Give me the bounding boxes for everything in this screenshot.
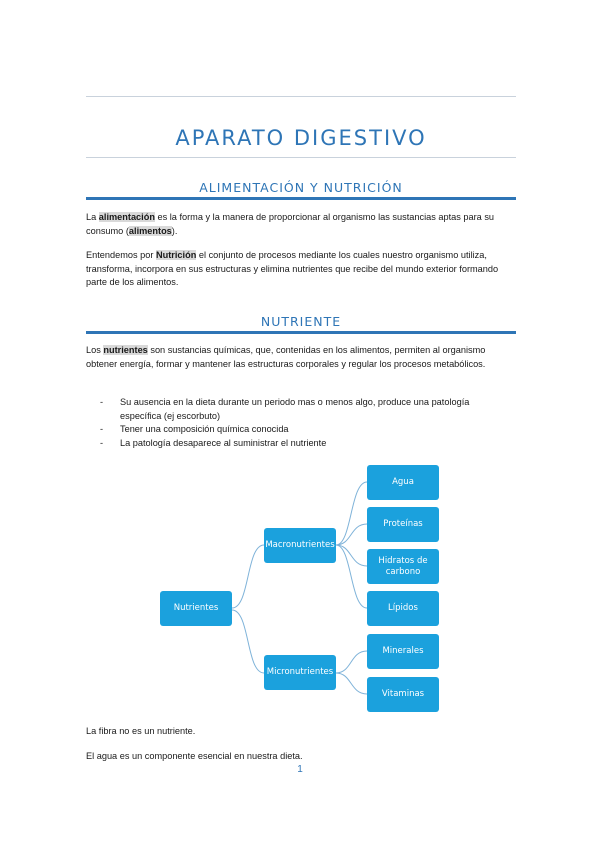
connector-macro-lipidos xyxy=(335,544,368,609)
section-heading-alimentacion: ALIMENTACIÓN Y NUTRICIÓN xyxy=(199,180,403,195)
node-nutrientes: Nutrientes xyxy=(160,591,232,626)
node-minerales: Minerales xyxy=(367,634,439,669)
node-micronutrientes: Micronutrientes xyxy=(264,655,336,690)
connector-micro-minerales xyxy=(335,650,368,674)
connector-macro-hidratos xyxy=(335,544,368,567)
list-item-text: Su ausencia en la dieta durante un perio… xyxy=(120,397,470,421)
paragraph-alimentacion: La alimentación es la forma y la manera … xyxy=(86,211,516,238)
text: es la forma y la manera de proporcionar … xyxy=(86,212,495,236)
list-item-text: Tener una composición química conocida xyxy=(120,424,289,434)
criteria-list: - Su ausencia en la dieta durante un peri… xyxy=(100,396,510,450)
dash-marker: - xyxy=(100,437,104,448)
list-item: - La patología desaparece al suministrar … xyxy=(100,437,510,451)
list-item-text: La patología desaparece al suministrar e… xyxy=(120,437,327,448)
text: La xyxy=(86,212,99,222)
connector-macro-proteinas xyxy=(335,523,368,546)
node-macronutrientes: Macronutrientes xyxy=(264,528,336,563)
dash-marker: - xyxy=(100,397,104,407)
paragraph-nutricion: Entendemos por Nutrición el conjunto de … xyxy=(86,249,516,290)
text: son sustancias químicas, que, contenidas… xyxy=(86,345,486,369)
paragraph-agua: El agua es un componente esencial en nue… xyxy=(86,751,303,761)
node-lipidos: Lípidos xyxy=(367,591,439,626)
term-nutrientes: nutrientes xyxy=(103,345,148,355)
list-item: - Tener una composición química conocida xyxy=(100,423,510,437)
paragraph-nutrientes: Los nutrientes son sustancias químicas, … xyxy=(86,344,516,371)
node-hidratos-de-carbono: Hidratos de carbono xyxy=(367,549,439,584)
top-rule xyxy=(86,96,516,97)
dash-marker: - xyxy=(100,424,104,434)
list-item: - Su ausencia en la dieta durante un peri… xyxy=(100,396,510,423)
node-vitaminas: Vitaminas xyxy=(367,677,439,712)
title-rule xyxy=(86,157,516,158)
section-underline xyxy=(86,331,516,334)
connector-micro-vitaminas xyxy=(335,672,368,695)
node-agua: Agua xyxy=(367,465,439,500)
term-nutricion: Nutrición xyxy=(155,250,197,260)
text: Los xyxy=(86,345,104,355)
term-alimentos: alimentos xyxy=(128,225,172,236)
connector-root-macro xyxy=(231,544,265,609)
page-title: APARATO DIGESTIVO xyxy=(175,126,427,150)
term-alimentacion: alimentación xyxy=(98,212,155,222)
paragraph-fibra: La fibra no es un nutriente. xyxy=(86,726,196,736)
connector-root-micro xyxy=(231,609,265,674)
text: ). xyxy=(171,225,178,236)
node-proteinas: Proteínas xyxy=(367,507,439,542)
text: Entendemos por xyxy=(86,250,156,260)
connector-macro-agua xyxy=(335,481,368,546)
section-heading-nutriente: NUTRIENTE xyxy=(260,314,342,329)
section-underline xyxy=(86,197,516,200)
page-number: 1 xyxy=(297,764,303,775)
text: el conjunto de procesos mediante los cua… xyxy=(86,250,499,287)
